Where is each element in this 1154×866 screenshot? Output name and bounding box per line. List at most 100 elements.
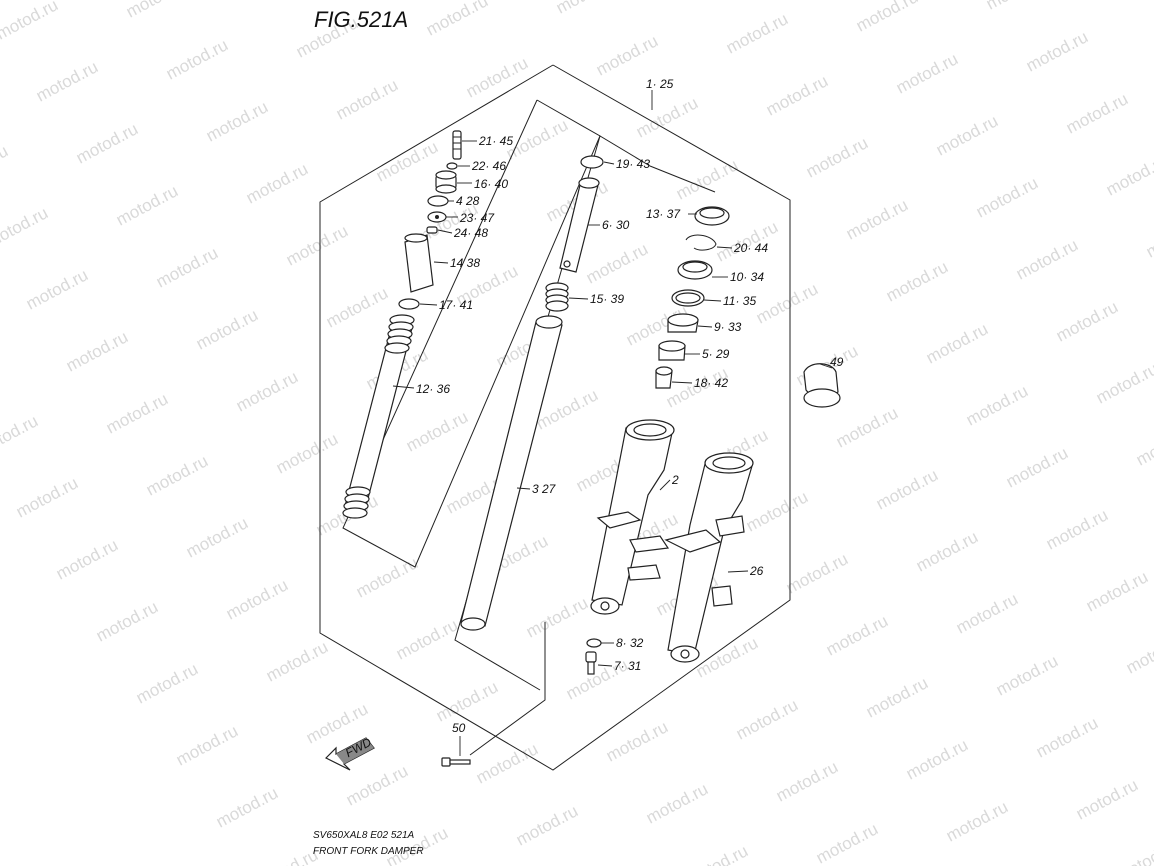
bottom-bolt-part	[585, 651, 597, 675]
watermark-text: motod.ru	[923, 319, 991, 367]
axle-pinch-bolt-part	[441, 757, 471, 767]
assembly-frame	[319, 64, 791, 771]
watermark-text: motod.ru	[23, 265, 91, 313]
watermark-text: motod.ru	[433, 677, 501, 725]
watermark-text: motod.ru	[1103, 151, 1154, 199]
watermark-text: motod.ru	[963, 381, 1031, 429]
watermark-text: motod.ru	[643, 779, 711, 827]
clip-part	[426, 226, 438, 234]
watermark-text: motod.ru	[633, 93, 701, 141]
watermark-text: motod.ru	[1083, 567, 1151, 615]
watermark-text: motod.ru	[843, 195, 911, 243]
piston-ring-part	[580, 155, 604, 169]
watermark-text: motod.ru	[1043, 505, 1111, 553]
watermark-text: motod.ru	[223, 575, 291, 623]
watermark-text: motod.ru	[13, 473, 81, 521]
watermark-text: motod.ru	[173, 721, 241, 769]
callout-22-46: 22· 46	[471, 159, 506, 173]
watermark-text: motod.ru	[283, 221, 351, 269]
watermark-text: motod.ru	[683, 841, 751, 866]
watermark-text: motod.ru	[1033, 713, 1101, 761]
watermark-text: motod.ru	[973, 173, 1041, 221]
stopper-ring-part	[685, 234, 717, 251]
callout-9-33: 9· 33	[714, 320, 742, 334]
callout-3-27: 3 27	[532, 482, 557, 496]
cap-nut-part	[435, 170, 457, 194]
watermark-text: motod.ru	[873, 465, 941, 513]
watermark-text: motod.ru	[503, 115, 571, 163]
watermark-text: motod.ru	[133, 659, 201, 707]
watermark-text: motod.ru	[1133, 421, 1154, 469]
watermark-text: motod.ru	[983, 0, 1051, 14]
damper-rod-part	[559, 177, 600, 273]
callout-20-44: 20· 44	[733, 241, 768, 255]
watermark-text: motod.ru	[0, 0, 61, 44]
callout-50: 50	[452, 721, 466, 735]
watermark-text: motod.ru	[753, 279, 821, 327]
watermark-text: motod.ru	[63, 327, 131, 375]
watermark-text: motod.ru	[73, 119, 141, 167]
callout-24-48: 24· 48	[453, 226, 488, 240]
watermark-text: motod.ru	[803, 133, 871, 181]
watermark-text: motod.ru	[403, 407, 471, 455]
callout-49: 49	[830, 355, 844, 369]
watermark-text: motod.ru	[783, 549, 851, 597]
watermark-text: motod.ru	[213, 783, 281, 831]
watermark-text: motod.ru	[833, 403, 901, 451]
guide-bushing-part	[667, 313, 699, 333]
oil-seal-part	[677, 260, 713, 280]
watermark-text: motod.ru	[243, 159, 311, 207]
callout-13-37: 13· 37	[646, 207, 681, 221]
watermark-text: motod.ru	[203, 97, 271, 145]
watermark-text: motod.ru	[353, 553, 421, 601]
inner-tube-part	[460, 315, 563, 631]
dust-seal-part	[694, 206, 730, 226]
inner-frame-outer-tube	[649, 165, 716, 193]
outer-tube-right-part	[664, 452, 754, 663]
watermark-text: motod.ru	[763, 71, 831, 119]
callout-8-32: 8· 32	[616, 636, 644, 650]
watermark-text: motod.ru	[1073, 775, 1141, 823]
watermark-text: motod.ru	[143, 451, 211, 499]
watermark-text: motod.ru	[603, 717, 671, 765]
watermark-text: motod.ru	[823, 611, 891, 659]
watermark-text: motod.ru	[693, 633, 761, 681]
watermark-text: motod.ru	[233, 367, 301, 415]
callout-15-39: 15· 39	[590, 292, 624, 306]
callout-11-35: 11· 35	[723, 294, 756, 308]
callout-26: 26	[749, 564, 764, 578]
callout-1-25: 1· 25	[646, 77, 674, 91]
slide-bushing-part	[658, 340, 686, 361]
retainer-ring-part	[398, 298, 420, 310]
washer-hole	[435, 215, 439, 219]
callout-16-40: 16· 40	[474, 177, 508, 191]
inner-frame-bottom	[469, 622, 546, 756]
watermark-text: motod.ru	[943, 797, 1011, 845]
watermark-text: motod.ru	[933, 111, 1001, 159]
callout-6-30: 6· 30	[602, 218, 630, 232]
inner-frame-spring	[342, 99, 601, 568]
watermark-text: motod.ru	[53, 535, 121, 583]
watermark-text: motod.ru	[343, 761, 411, 809]
callout-19-43: 19· 43	[616, 157, 650, 171]
watermark-text: motod.ru	[1063, 89, 1131, 137]
watermark-text: motod.ru	[1143, 213, 1154, 261]
watermark-text: motod.ru	[0, 349, 1, 397]
callout-12-36: 12· 36	[416, 382, 450, 396]
watermark-text: motod.ru	[153, 243, 221, 291]
watermark-text: motod.ru	[423, 0, 491, 40]
watermark-text: motod.ru	[0, 203, 51, 251]
seal-washer-inner	[675, 292, 701, 304]
watermark-text: motod.ru	[323, 283, 391, 331]
watermark-text: motod.ru	[913, 527, 981, 575]
rebound-spring-part	[545, 282, 569, 312]
watermark-text: motod.ru	[373, 137, 441, 185]
callout-23-47: 23· 47	[459, 211, 495, 225]
watermark-text: motod.ru	[103, 389, 171, 437]
watermark-text: motod.ru	[1013, 235, 1081, 283]
watermark-text: motod.ru	[0, 141, 11, 189]
watermark-text: motod.ru	[1113, 837, 1154, 866]
watermark-text: motod.ru	[853, 0, 921, 36]
